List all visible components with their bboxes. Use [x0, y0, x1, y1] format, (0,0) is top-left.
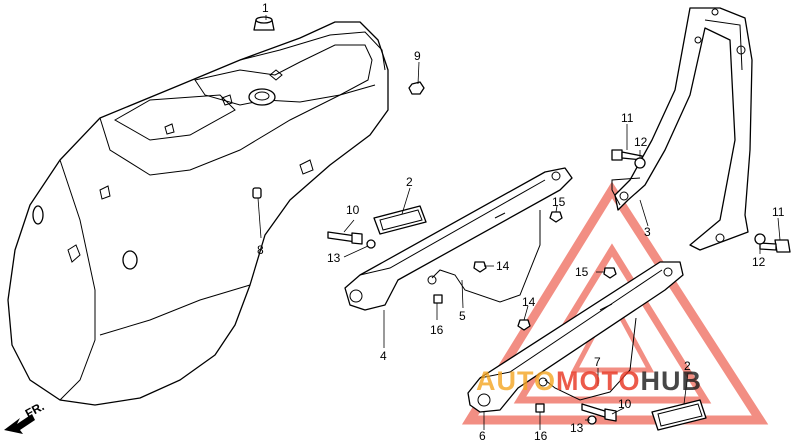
callout-13-lower: 13 [570, 421, 584, 435]
svg-text:AUTOMOTOHUB: AUTOMOTOHUB [476, 366, 702, 396]
callout-15-lower: 15 [575, 265, 589, 279]
callout-5: 5 [459, 309, 466, 323]
callout-15-upper: 15 [552, 195, 566, 209]
leader-lines [257, 15, 781, 430]
callout-16-left: 16 [430, 323, 444, 337]
washer-part-12-right [754, 233, 766, 245]
callout-1: 1 [262, 1, 269, 15]
front-direction-arrow [4, 414, 35, 434]
nut-part-15-upper [549, 211, 563, 223]
watermark-part-auto: AUTO [476, 366, 556, 396]
watermark-part-moto: MOTO [556, 366, 641, 396]
bolt-part-11-right [759, 239, 791, 253]
wire-part-7 [538, 317, 637, 401]
reflector-part-2-upper [373, 205, 427, 235]
callout-13-upper: 13 [327, 251, 341, 265]
callout-10-upper: 10 [346, 203, 360, 217]
nut-part-15-lower [603, 267, 617, 279]
watermark-text: AUTOMOTOHUB [476, 366, 702, 396]
clip-part-16-left [433, 294, 443, 304]
callout-2-lower: 2 [684, 359, 691, 373]
callout-2-upper: 2 [406, 175, 413, 189]
nut-part-14-mid [517, 319, 531, 331]
lower-stay-bracket [467, 261, 684, 413]
callout-6: 6 [479, 429, 486, 443]
wire-part-5 [427, 210, 541, 303]
bolt-part-10-lower [581, 403, 617, 422]
watermark-part-hub: HUB [641, 366, 703, 396]
callout-11-right: 11 [772, 205, 785, 219]
grommet-part-1 [253, 16, 275, 31]
callout-12-left: 12 [634, 135, 648, 149]
clip-part-16-lower [535, 403, 545, 413]
callout-12-right: 12 [752, 255, 766, 269]
callout-3: 3 [644, 225, 651, 239]
callout-8: 8 [257, 243, 264, 257]
reflector-part-2-lower [651, 399, 707, 431]
callout-7: 7 [594, 355, 601, 369]
rear-fender [7, 21, 389, 406]
washer-part-12-left [634, 157, 646, 169]
washer-part-13-upper [366, 239, 376, 249]
bolt-part-10-upper [327, 231, 363, 245]
callout-10-lower: 10 [618, 397, 632, 411]
nut-part-9 [408, 81, 425, 95]
callout-14-mid: 14 [522, 295, 536, 309]
callout-4: 4 [380, 349, 387, 363]
left-stay-bracket [344, 167, 573, 311]
nut-part-14-right [473, 261, 487, 273]
callout-9: 9 [414, 49, 421, 63]
direction-label: FR. [23, 399, 47, 420]
right-support-bracket [611, 7, 753, 251]
callout-11-left: 11 [621, 111, 634, 125]
callout-16-lower: 16 [534, 429, 548, 443]
callout-14-right: 14 [496, 259, 510, 273]
